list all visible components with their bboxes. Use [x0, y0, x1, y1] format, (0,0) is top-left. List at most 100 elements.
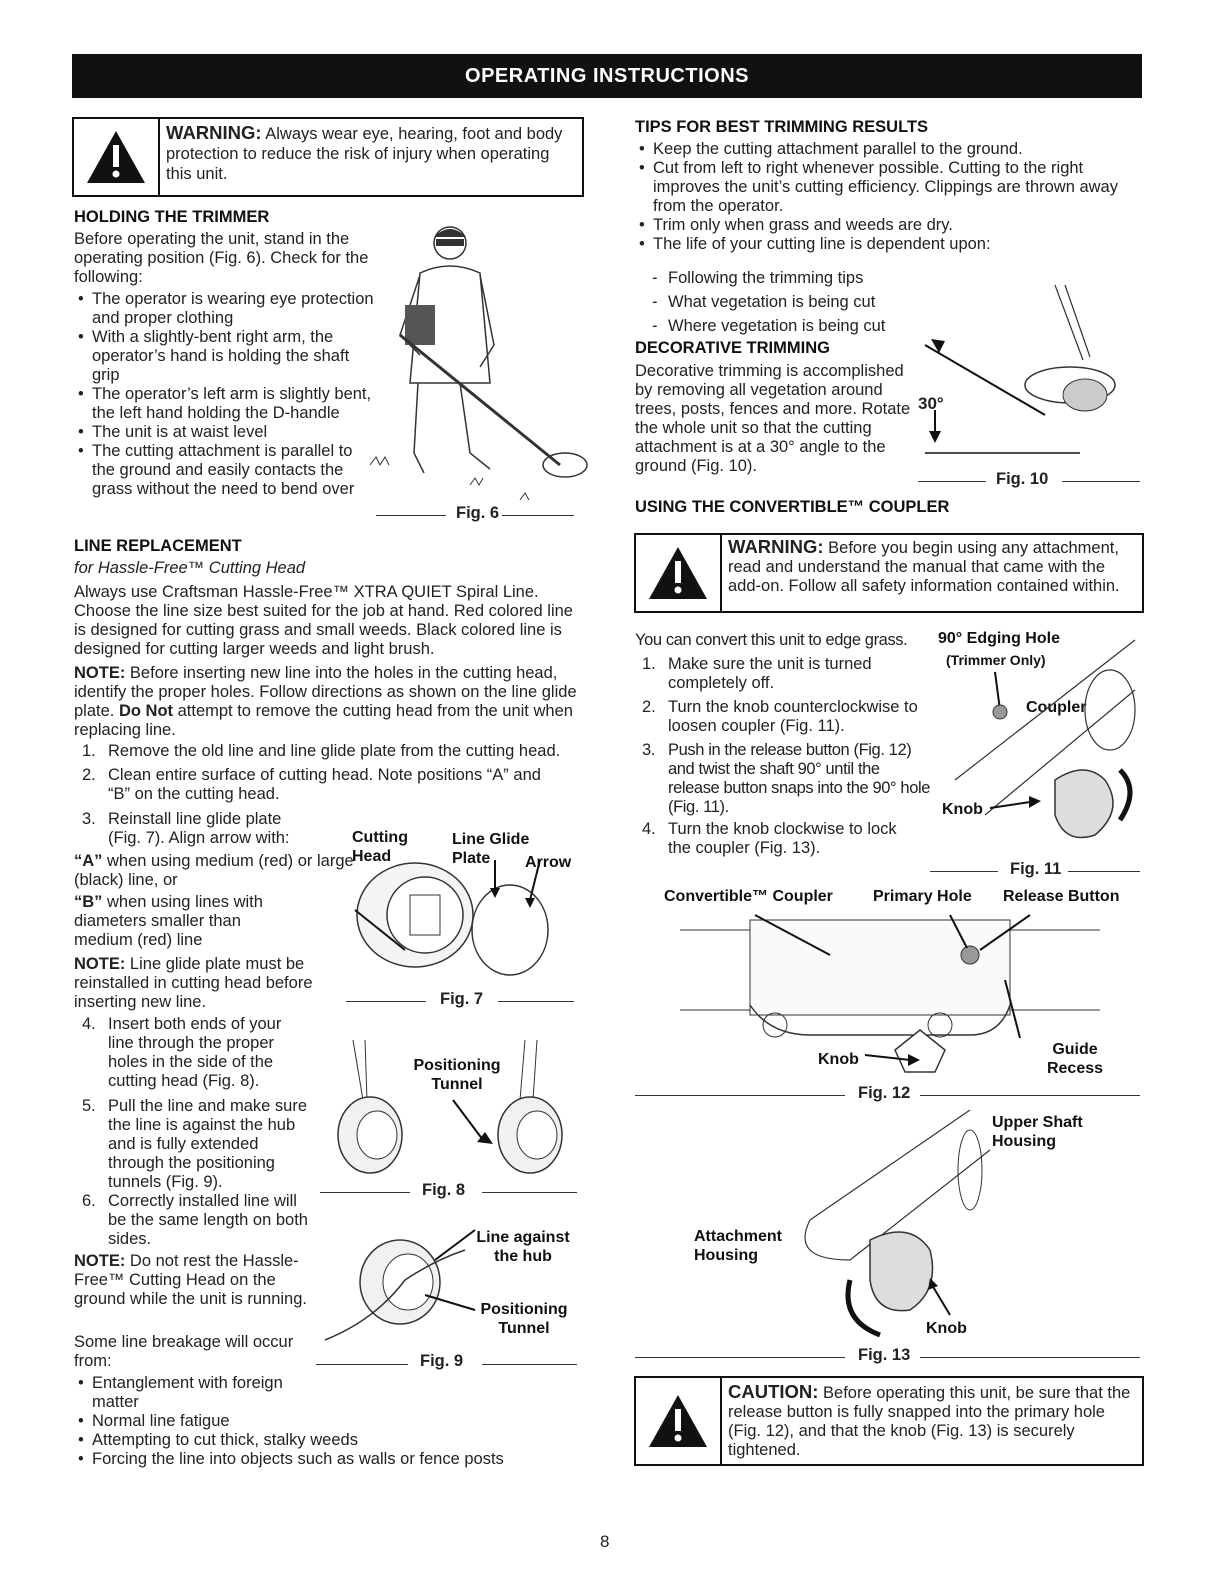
fig6-rule-left: [376, 515, 446, 516]
fig9-positioning-tunnel-label: Positioning Tunnel: [480, 1301, 568, 1337]
list-item: What vegetation is being cut: [640, 290, 940, 314]
caution-box: CAUTION: Before operating this unit, be …: [634, 1376, 1144, 1466]
note2: NOTE: Line glide plate must be reinstall…: [74, 955, 313, 1011]
fig8-label: Fig. 8: [422, 1181, 466, 1199]
holding-intro: Before operating the unit, stand in the …: [74, 230, 369, 286]
fig10-angle-label: 30°: [918, 394, 944, 413]
fig7-cutting-head-label: Cutting Head: [352, 829, 408, 865]
list-item: Trim only when grass and weeds are dry.: [635, 216, 1135, 235]
fig11-trimmer-only-label: (Trimmer Only): [946, 652, 1046, 668]
fig12-coupler-illustration: [680, 914, 1100, 1073]
coupler-step-3: 3.Push in the release button (Fig. 12) a…: [642, 741, 931, 816]
holding-title: HOLDING THE TRIMMER: [74, 208, 270, 226]
fig13-attachment-housing-label: Attachment Housing: [694, 1228, 783, 1264]
step-4: 4.Insert both ends of your line through …: [82, 1015, 282, 1090]
warning-triangle-icon: [74, 119, 160, 195]
fig13-label: Fig. 13: [858, 1346, 911, 1364]
line-replacement-title: LINE REPLACEMENT: [74, 537, 242, 555]
list-item: Forcing the line into objects such as wa…: [74, 1450, 574, 1469]
fig7-line-glide-plate-label: Line Glide Plate: [452, 831, 530, 867]
fig10-rule-right: [1062, 481, 1140, 482]
fig12-primary-label: Primary Hole: [873, 888, 972, 905]
fig11-coupler-label: Coupler: [1026, 699, 1087, 716]
decorative-title: DECORATIVE TRIMMING: [635, 339, 830, 357]
fig7-label: Fig. 7: [440, 990, 484, 1008]
warning-text: WARNING: Always wear eye, hearing, foot …: [166, 122, 563, 184]
page-number: 8: [600, 1532, 610, 1551]
tips-title: TIPS FOR BEST TRIMMING RESULTS: [635, 118, 929, 136]
list-item: Cut from left to right whenever possible…: [635, 159, 1135, 216]
fig10-label: Fig. 10: [996, 470, 1049, 488]
fig7-rule-right: [498, 1001, 574, 1002]
breakage-intro: Some line breakage will occur from:: [74, 1333, 294, 1370]
list-item: The cutting attachment is parallel to th…: [74, 442, 378, 499]
fig9-line-hub-illustration: [324, 1229, 476, 1341]
fig8-positioning-tunnel-label: Positioning Tunnel: [413, 1057, 501, 1093]
fig11-rule-right: [1068, 871, 1140, 872]
coupler-title: USING THE CONVERTIBLE™ COUPLER: [635, 498, 950, 516]
fig13-rule-right: [920, 1357, 1140, 1358]
fig12-rule-right: [920, 1095, 1140, 1096]
fig6-operator-illustration: [369, 226, 588, 501]
step-5: 5.Pull the line and make sure the line i…: [82, 1097, 308, 1191]
fig6-rule-right: [502, 515, 574, 516]
warning-box: WARNING: Always wear eye, hearing, foot …: [72, 117, 584, 197]
option-b: “B” when using lines with diameters smal…: [74, 893, 263, 949]
list-item: Where vegetation is being cut: [640, 314, 940, 338]
step-6: 6.Correctly installed line will be the s…: [82, 1192, 308, 1248]
fig11-rule-left: [930, 871, 998, 872]
step-2: 2.Clean entire surface of cutting head. …: [82, 766, 541, 803]
fig12-label: Fig. 12: [858, 1084, 911, 1102]
fig13-upper-shaft-label: Upper Shaft Housing: [992, 1114, 1083, 1150]
warning-triangle-icon: [636, 535, 722, 611]
note1: NOTE: Before inserting new line into the…: [74, 664, 577, 739]
step-1: 1.Remove the old line and line glide pla…: [82, 742, 561, 760]
list-item: With a slightly-bent right arm, the oper…: [74, 328, 374, 385]
fig13-coupler-illustration: [804, 1109, 991, 1338]
fig12-release-label: Release Button: [1003, 888, 1120, 905]
caution-triangle-icon: [636, 1378, 722, 1464]
tips-dash-list: Following the trimming tips What vegetat…: [640, 266, 940, 338]
fig9-rule-right: [482, 1364, 577, 1365]
decorative-text: Decorative trimming is accomplished by r…: [635, 362, 911, 475]
coupler-warning-text: WARNING: Before you begin using any atta…: [728, 536, 1120, 595]
note3: NOTE: Do not rest the Hassle-Free™ Cutti…: [74, 1252, 307, 1308]
list-item: The operator is wearing eye protection a…: [74, 290, 374, 328]
line-replacement-subtitle: for Hassle-Free™ Cutting Head: [74, 559, 306, 577]
coupler-step-2: 2.Turn the knob counterclockwise to loos…: [642, 698, 918, 735]
fig7-arrow-label: Arrow: [525, 854, 572, 871]
fig13-rule-left: [635, 1357, 845, 1358]
list-item: The life of your cutting line is depende…: [635, 235, 1135, 254]
coupler-step-1: 1.Make sure the unit is turned completel…: [642, 655, 872, 692]
breakage-bullets: Entanglement with foreign matter Normal …: [74, 1374, 574, 1469]
step-3: 3.Reinstall line glide plate (Fig. 7). A…: [82, 810, 290, 847]
fig10-angle-illustration: [924, 284, 1116, 454]
coupler-intro: You can convert this unit to edge grass.: [635, 631, 908, 649]
fig6-label: Fig. 6: [456, 504, 500, 522]
fig7-rule-left: [346, 1001, 426, 1002]
fig11-edging-hole-label: 90° Edging Hole: [938, 630, 1060, 647]
fig9-line-against-hub-label: Line against the hub: [476, 1229, 570, 1265]
fig12-guide-recess-label: Guide Recess: [1046, 1041, 1104, 1077]
fig11-coupler-illustration: [954, 639, 1136, 839]
option-a: “A” when using medium (red) or large (bl…: [74, 852, 354, 889]
fig12-knob-label: Knob: [818, 1051, 859, 1068]
coupler-warning-box: WARNING: Before you begin using any atta…: [634, 533, 1144, 613]
fig8-line-insert-illustration: [337, 1039, 563, 1174]
tips-bullets: Keep the cutting attachment parallel to …: [635, 140, 1135, 254]
coupler-step-4: 4.Turn the knob clockwise to lock the co…: [642, 820, 897, 857]
fig9-label: Fig. 9: [420, 1352, 464, 1370]
list-item: The operator’s left arm is slightly bent…: [74, 385, 374, 423]
list-item: Normal line fatigue: [74, 1412, 574, 1431]
list-item: The unit is at waist level: [74, 423, 374, 442]
list-item: Entanglement with foreign matter: [74, 1374, 312, 1412]
fig12-convertible-label: Convertible™ Coupler: [664, 888, 833, 905]
fig12-rule-left: [635, 1095, 845, 1096]
fig8-rule-right: [482, 1192, 577, 1193]
fig13-knob-label: Knob: [926, 1320, 967, 1337]
holding-bullets: The operator is wearing eye protection a…: [74, 290, 374, 499]
fig8-rule-left: [320, 1192, 410, 1193]
list-item: Following the trimming tips: [640, 266, 940, 290]
fig9-rule-left: [316, 1364, 408, 1365]
fig11-knob-label: Knob: [942, 801, 983, 818]
